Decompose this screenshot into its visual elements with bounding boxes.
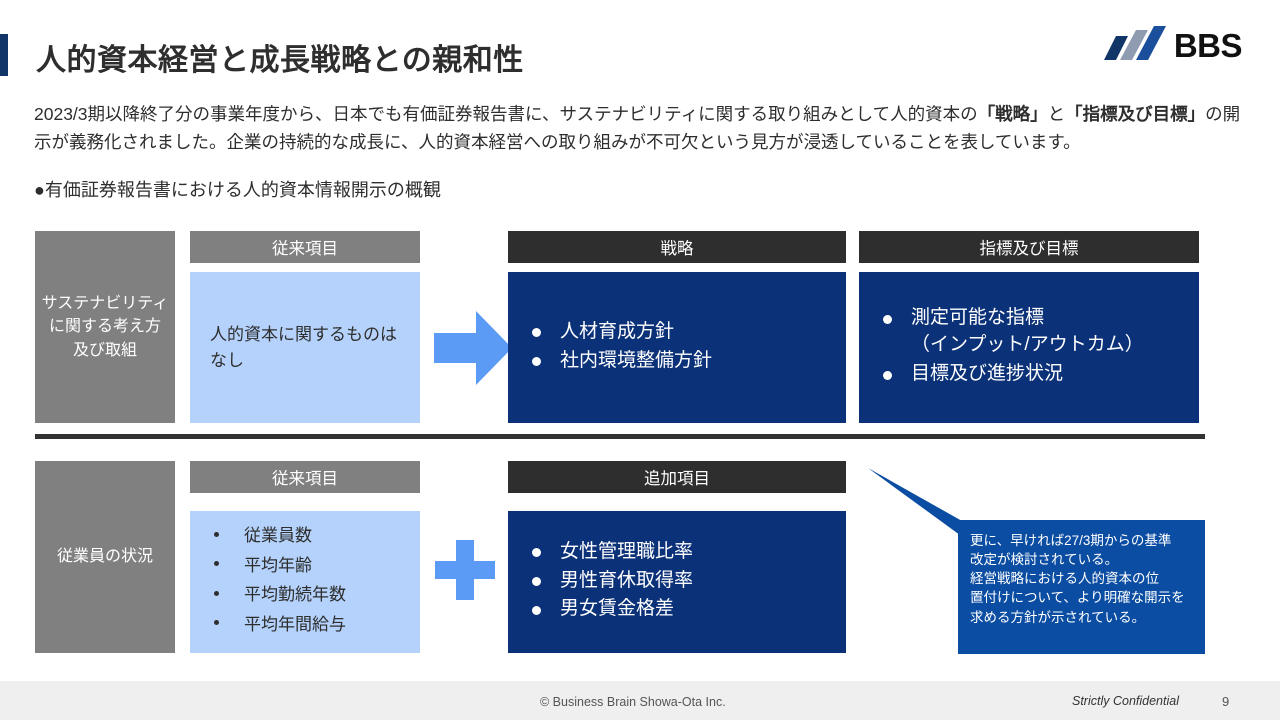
callout-line-5: 求める方針が示されている。 <box>970 609 1146 625</box>
footer-band <box>0 681 1280 720</box>
list-item: 平均勤続年数 <box>210 582 346 608</box>
row2-legacy-item-1: 平均年齢 <box>244 555 312 575</box>
row2-additional-item-1: 男性育休取得率 <box>560 569 694 591</box>
section-heading: ●有価証券報告書における人的資本情報開示の概観 <box>34 180 441 200</box>
lead-bold-strategy: 「戦略」 <box>977 104 1048 124</box>
right-arrow-icon <box>434 311 512 390</box>
footer-copyright: © Business Brain Showa-Ota Inc. <box>540 695 726 709</box>
list-item: 男女賃金格差 <box>530 596 693 623</box>
row2-legacy-item-0: 従業員数 <box>244 526 312 545</box>
bullet-dot-icon <box>532 548 541 558</box>
row1-kpi-item-0-line2: （インプット/アウトカム） <box>911 334 1144 356</box>
callout-line-4: 置付けについて、より明確な開示を <box>970 590 1185 606</box>
row2-category-label: 従業員の状況 <box>35 461 175 653</box>
bullet-dot-icon <box>214 561 219 567</box>
row2-additional-list: 女性管理職比率 男性育休取得率 男女賃金格差 <box>530 539 693 626</box>
list-item: 女性管理職比率 <box>530 539 693 566</box>
bullet-dot-icon <box>214 531 219 537</box>
row1-strategy-body: 人材育成方針 社内環境整備方針 <box>508 272 846 423</box>
list-item: 目標及び進捗状況 <box>881 361 1144 388</box>
lead-bold-kpi: 「指標及び目標」 <box>1065 104 1206 124</box>
bbs-three-bars-mark <box>1103 26 1166 65</box>
row1-strategy-list: 人材育成方針 社内環境整備方針 <box>530 319 712 377</box>
list-item: 測定可能な指標 （インプット/アウトカム） <box>881 305 1144 359</box>
row2-legacy-list: 従業員数 平均年齢 平均勤続年数 平均年間給与 <box>210 523 346 641</box>
row1-strategy-item-0: 人材育成方針 <box>560 320 675 342</box>
lead-part-2: と <box>1047 104 1066 124</box>
row1-kpi-header: 指標及び目標 <box>859 231 1199 263</box>
page-title: 人的資本経営と成長戦略との親和性 <box>36 44 524 77</box>
callout-line-1: 更に、早ければ27/3期からの基準 <box>970 533 1172 548</box>
row1-category-label: サステナビリティ に関する考え方 及び取組 <box>35 231 175 423</box>
row2-legacy-item-2: 平均勤続年数 <box>244 585 346 604</box>
bullet-dot-icon <box>214 590 219 596</box>
row2-additional-body: 女性管理職比率 男性育休取得率 男女賃金格差 <box>508 511 846 653</box>
callout-line-3: 経営戦略における人的資本の位 <box>970 571 1159 587</box>
callout-box: 更に、早ければ27/3期からの基準 改定が検討されている。 経営戦略における人的… <box>958 520 1205 654</box>
list-item: 平均年齢 <box>210 553 346 579</box>
lead-part-3: の開示が義務化されました。企業の持続的な成長に、人的資本経営への取り組みが不可欠… <box>34 104 1241 153</box>
row1-kpi-list: 測定可能な指標 （インプット/アウトカム） 目標及び進捗状況 <box>881 305 1144 390</box>
row1-strategy-item-1: 社内環境整備方針 <box>560 349 713 371</box>
row2-legacy-body: 従業員数 平均年齢 平均勤続年数 平均年間給与 <box>190 511 420 653</box>
list-item: 男性育休取得率 <box>530 568 693 595</box>
bbs-logo: BBS <box>1103 26 1243 65</box>
bullet-dot-icon <box>532 357 541 367</box>
row1-strategy-header: 戦略 <box>508 231 846 263</box>
title-accent-bar <box>0 34 8 76</box>
lead-paragraph: 2023/3期以降終了分の事業年度から、日本でも有価証券報告書に、サステナビリテ… <box>34 100 1249 157</box>
list-item: 従業員数 <box>210 523 346 549</box>
callout-line-2: 改定が検討されている。 <box>970 552 1119 568</box>
list-item: 社内環境整備方針 <box>530 348 712 375</box>
lead-part-1: 2023/3期以降終了分の事業年度から、日本でも有価証券報告書に、サステナビリテ… <box>34 104 978 124</box>
bullet-dot-icon <box>532 577 541 587</box>
row2-additional-item-0: 女性管理職比率 <box>560 540 694 562</box>
row1-legacy-body-text: 人的資本に関するものはなし <box>210 325 397 370</box>
row1-legacy-header: 従来項目 <box>190 231 420 263</box>
row1-kpi-body: 測定可能な指標 （インプット/アウトカム） 目標及び進捗状況 <box>859 272 1199 423</box>
footer-confidential-label: Strictly Confidential <box>1072 694 1179 708</box>
bullet-dot-icon <box>214 620 219 626</box>
logo-text: BBS <box>1173 27 1243 64</box>
bullet-dot-icon <box>532 328 541 338</box>
row2-additional-item-2: 男女賃金格差 <box>560 598 675 620</box>
row1-legacy-body: 人的資本に関するものはなし <box>190 272 420 423</box>
bullet-dot-icon <box>883 314 892 324</box>
plus-icon <box>435 540 495 605</box>
bullet-dot-icon <box>532 606 541 616</box>
section-divider <box>35 434 1205 439</box>
row2-legacy-item-3: 平均年間給与 <box>244 614 346 634</box>
list-item: 人材育成方針 <box>530 319 712 346</box>
page-number: 9 <box>1222 694 1230 709</box>
row2-legacy-header: 従来項目 <box>190 461 420 493</box>
row1-kpi-item-1-line1: 目標及び進捗状況 <box>911 362 1064 384</box>
list-item: 平均年間給与 <box>210 612 346 638</box>
row1-kpi-item-0-line1: 測定可能な指標 <box>911 307 1045 329</box>
bullet-dot-icon <box>883 370 892 380</box>
row2-additional-header: 追加項目 <box>508 461 846 493</box>
